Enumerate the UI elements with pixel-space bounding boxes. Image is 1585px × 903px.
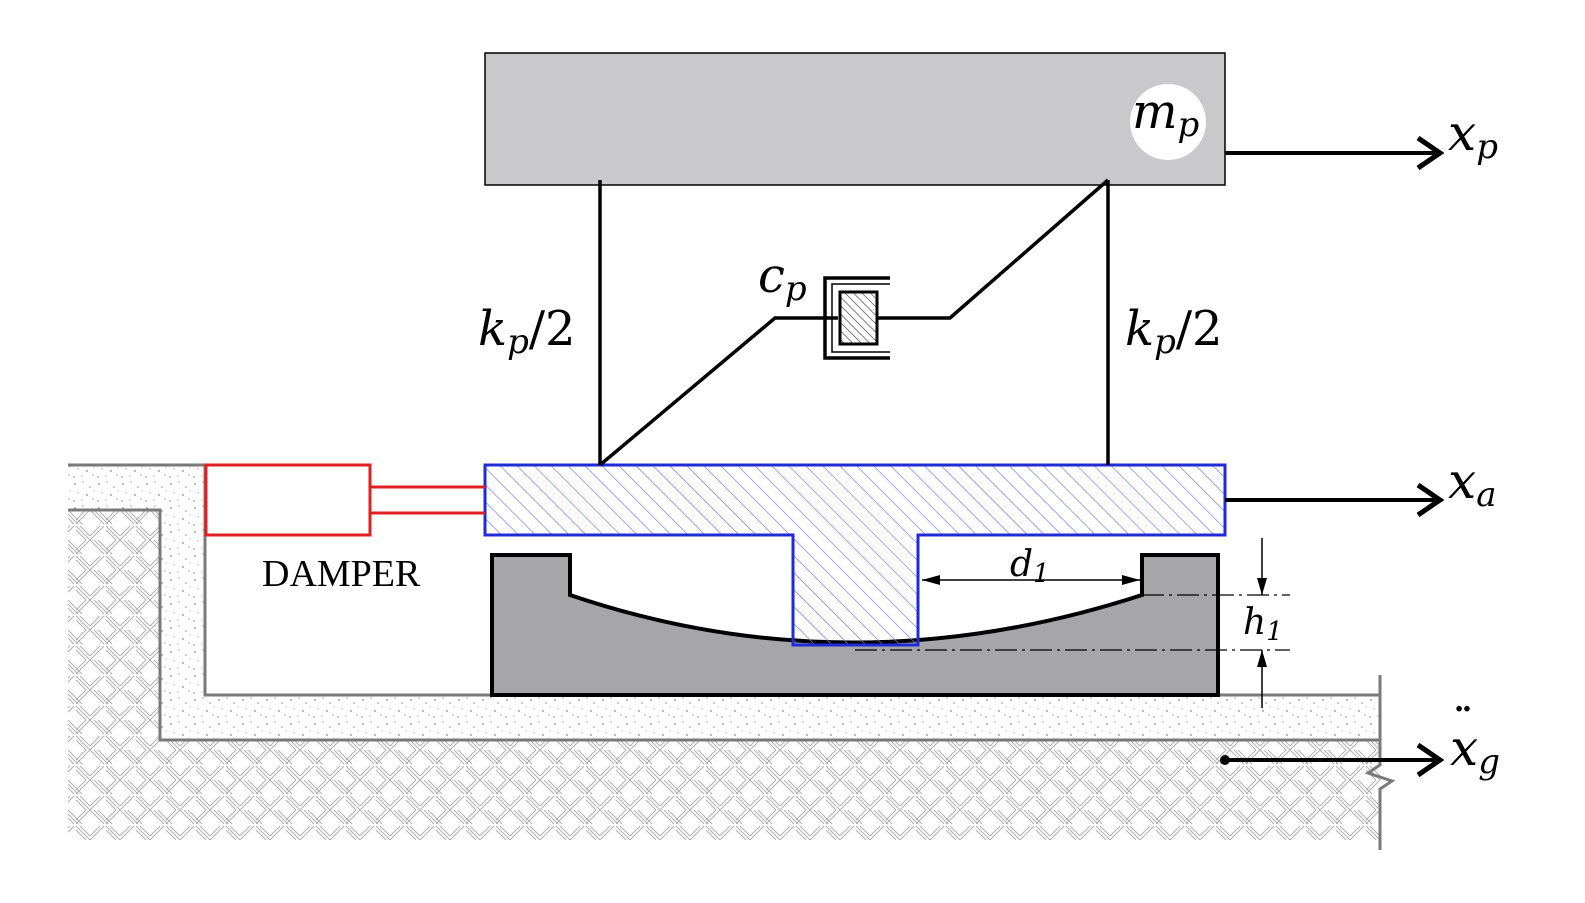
mass-block — [484, 52, 1226, 186]
spring-left-label: kp/2 — [478, 301, 576, 362]
dim-d1 — [922, 575, 1140, 585]
t-slider — [483, 463, 1227, 647]
mass-label: mp — [1132, 84, 1199, 145]
mass-label-circle — [1130, 84, 1206, 160]
damper-device — [204, 463, 485, 537]
arrow-mid — [1225, 482, 1445, 518]
damper-coeff-label: cp — [758, 248, 807, 309]
ground-accel-dots: ¨ — [1455, 696, 1471, 749]
ground-accel-label: xg — [1450, 719, 1500, 782]
arrow-ground — [1220, 742, 1445, 778]
disp-mid-label: xa — [1448, 452, 1496, 515]
damper-label: DAMPER — [262, 553, 421, 595]
disp-top-label: xp — [1448, 104, 1498, 167]
dim-d1-label: d1 — [1010, 544, 1050, 589]
dashpot — [598, 178, 1110, 467]
dim-h1-label: h1 — [1243, 602, 1283, 647]
dim-h1 — [855, 538, 1290, 708]
spring-right-label: kp/2 — [1125, 301, 1223, 362]
arrow-top — [1225, 135, 1445, 171]
